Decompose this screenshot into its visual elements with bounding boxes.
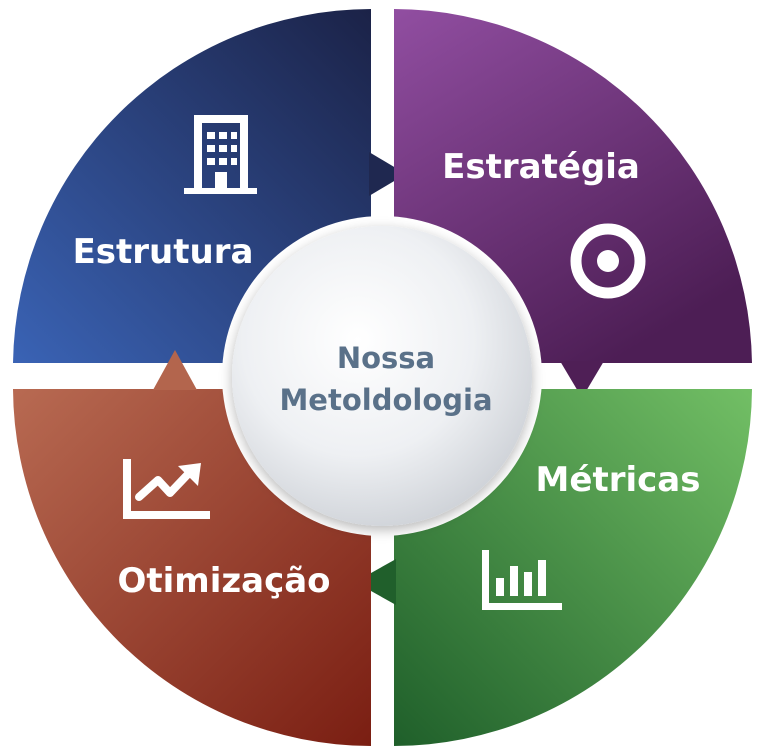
center-title-line1: Nossa xyxy=(337,341,435,375)
arrow-estrutura-to-estrategia xyxy=(369,152,406,196)
target-icon xyxy=(570,223,646,299)
center-title-line2: Metoldologia xyxy=(279,383,492,417)
label-metricas: Métricas xyxy=(536,460,701,500)
label-otimizacao: Otimização xyxy=(117,561,330,601)
building-icon xyxy=(184,115,257,194)
arrow-estrategia-to-metricas xyxy=(560,361,604,398)
center-circle: Nossa Metoldologia xyxy=(222,216,542,536)
arrow-otimizacao-to-estrutura xyxy=(153,350,197,390)
trend-chart-icon xyxy=(123,459,210,519)
label-estrategia: Estratégia xyxy=(442,147,640,187)
arrow-metricas-to-otimizacao xyxy=(355,559,396,605)
bar-chart-icon xyxy=(482,550,562,610)
label-estrutura: Estrutura xyxy=(73,232,254,272)
